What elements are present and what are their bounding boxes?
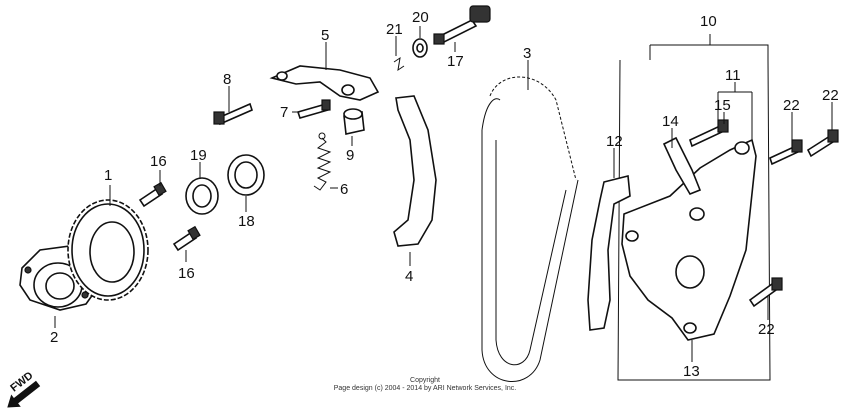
callout-17: 17 bbox=[447, 53, 464, 70]
callout-20: 20 bbox=[412, 9, 429, 26]
callout-6: 6 bbox=[340, 181, 348, 198]
part-bracket-14 bbox=[662, 136, 702, 195]
part-bolt-22-c bbox=[748, 277, 783, 308]
part-plate-13 bbox=[621, 138, 757, 341]
callout-9: 9 bbox=[346, 147, 354, 164]
forward-arrow-icon bbox=[7, 380, 41, 408]
part-guide-12 bbox=[587, 174, 631, 331]
callout-19: 19 bbox=[190, 147, 207, 164]
part-bolt-17 bbox=[433, 5, 491, 45]
copyright-line-2: Page design (c) 2004 - 2014 by ARI Netwo… bbox=[334, 385, 517, 392]
part-bolt-16-upper bbox=[138, 181, 167, 208]
part-bolt-16-lower bbox=[172, 225, 201, 252]
callout-4: 4 bbox=[405, 268, 413, 285]
assembly-bracket-11 bbox=[717, 82, 753, 150]
part-clip-21 bbox=[393, 56, 405, 72]
part-bolt-22-b bbox=[806, 129, 839, 158]
callout-14: 14 bbox=[662, 113, 679, 130]
part-washer-20 bbox=[412, 38, 428, 58]
callout-3: 3 bbox=[523, 45, 531, 62]
part-bolt-8 bbox=[213, 102, 253, 126]
forward-direction-indicator: FWD bbox=[7, 370, 41, 408]
copyright-line-1: Copyright bbox=[410, 377, 440, 384]
callout-7: 7 bbox=[280, 104, 288, 121]
part-seal-18 bbox=[227, 154, 265, 196]
part-bolt-22-a bbox=[769, 139, 803, 166]
part-sprocket bbox=[67, 199, 149, 301]
callout-12: 12 bbox=[606, 133, 623, 150]
callout-2: 2 bbox=[50, 329, 58, 346]
leader-lines bbox=[54, 26, 833, 362]
callout-10: 10 bbox=[700, 13, 717, 30]
callout-22-b: 22 bbox=[822, 87, 839, 104]
callout-15: 15 bbox=[714, 97, 731, 114]
part-cam-chain-3 bbox=[481, 76, 579, 383]
part-tensioner-4 bbox=[393, 95, 437, 247]
callout-18: 18 bbox=[238, 213, 255, 230]
callout-8: 8 bbox=[223, 71, 231, 88]
callout-22-c: 22 bbox=[758, 321, 775, 338]
copyright-footer: Copyright Page design (c) 2004 - 2014 by… bbox=[334, 377, 517, 392]
part-bolt-7 bbox=[296, 99, 331, 119]
callout-5: 5 bbox=[321, 27, 329, 44]
callout-22-a: 22 bbox=[783, 97, 800, 114]
callout-13: 13 bbox=[683, 363, 700, 380]
part-spring-6 bbox=[313, 132, 332, 191]
callout-16-lower: 16 bbox=[178, 265, 195, 282]
part-bracket-5 bbox=[269, 65, 380, 101]
callout-numbers: 1 2 3 4 5 6 7 8 9 10 11 12 13 14 15 16 1… bbox=[50, 9, 839, 380]
callout-1: 1 bbox=[104, 167, 112, 184]
callout-16-upper: 16 bbox=[150, 153, 167, 170]
callout-11: 11 bbox=[725, 67, 741, 84]
part-collar-9 bbox=[343, 108, 365, 135]
part-bolt-15 bbox=[689, 119, 729, 148]
part-washer-19 bbox=[185, 177, 219, 215]
callout-21: 21 bbox=[386, 21, 403, 38]
